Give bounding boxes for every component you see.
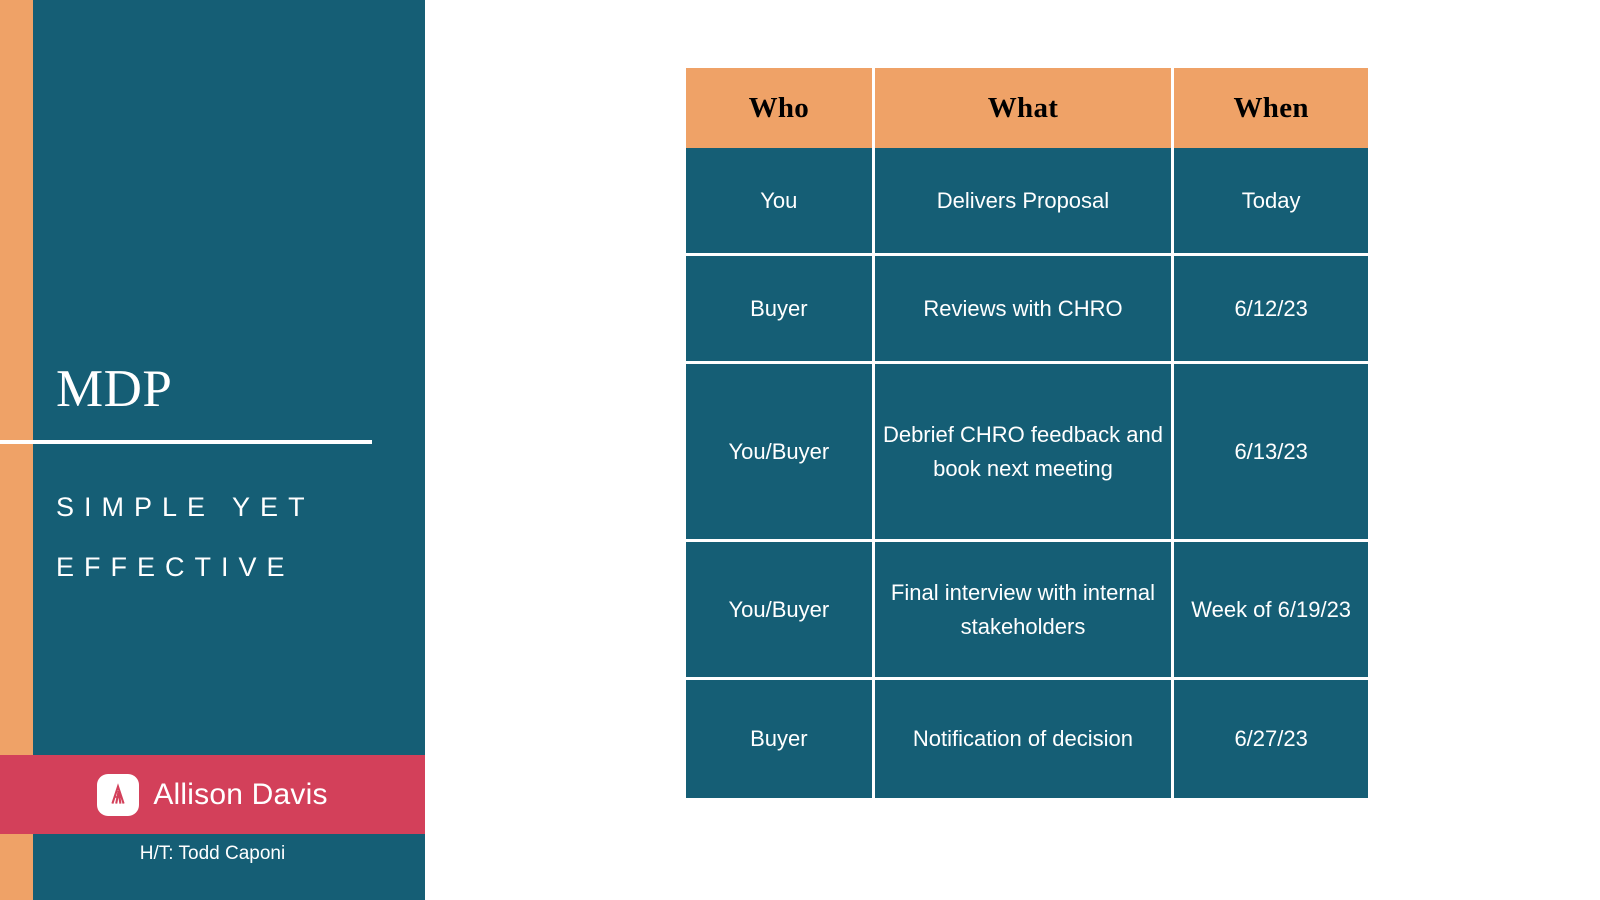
table-row: You/Buyer Final interview with internal … [686, 542, 1368, 680]
cell-what: Debrief CHRO feedback and book next meet… [874, 364, 1175, 542]
cell-what: Final interview with internal stakeholde… [874, 542, 1175, 680]
cell-what: Reviews with CHRO [874, 256, 1175, 364]
allison-davis-a-monogram-icon [97, 773, 140, 816]
table-row: You Delivers Proposal Today [686, 148, 1368, 256]
slide-subtitle: SIMPLE YET EFFECTIVE [56, 492, 315, 582]
table-row: Buyer Reviews with CHRO 6/12/23 [686, 256, 1368, 364]
cell-what: Notification of decision [874, 680, 1175, 798]
orange-accent-stripe [0, 0, 33, 900]
cell-who: You/Buyer [686, 542, 875, 680]
column-header-who: Who [686, 68, 875, 148]
cell-what: Delivers Proposal [874, 148, 1175, 256]
table-row: Buyer Notification of decision 6/27/23 [686, 680, 1368, 798]
table-body: You Delivers Proposal Today Buyer Review… [686, 148, 1368, 798]
credit-label: H/T: Todd Caponi [139, 843, 286, 864]
cell-who: Buyer [686, 256, 875, 364]
title-divider-rule [0, 440, 372, 444]
table-header-row-group: Who What When [686, 68, 1368, 148]
cell-when: 6/27/23 [1174, 680, 1368, 798]
cell-who: Buyer [686, 680, 875, 798]
teal-panel-background [33, 0, 425, 900]
cell-when: Week of 6/19/23 [1174, 542, 1368, 680]
cell-who: You/Buyer [686, 364, 875, 542]
brand-band: Allison Davis [0, 755, 425, 834]
cell-when: 6/12/23 [1174, 256, 1368, 364]
column-header-when: When [1174, 68, 1368, 148]
page-title: MDP [56, 360, 173, 418]
cell-when: 6/13/23 [1174, 364, 1368, 542]
slide-left-panel: MDP SIMPLE YET EFFECTIVE Allison Davis H… [0, 0, 425, 900]
table-row: You/Buyer Debrief CHRO feedback and book… [686, 364, 1368, 542]
column-header-what: What [874, 68, 1175, 148]
table-header-row: Who What When [686, 68, 1368, 148]
cell-who: You [686, 148, 875, 256]
brand-lockup: Allison Davis [97, 773, 328, 816]
mutual-decision-plan-table: Who What When You Delivers Proposal Toda… [686, 68, 1368, 798]
brand-name-label: Allison Davis [153, 777, 328, 811]
cell-when: Today [1174, 148, 1368, 256]
